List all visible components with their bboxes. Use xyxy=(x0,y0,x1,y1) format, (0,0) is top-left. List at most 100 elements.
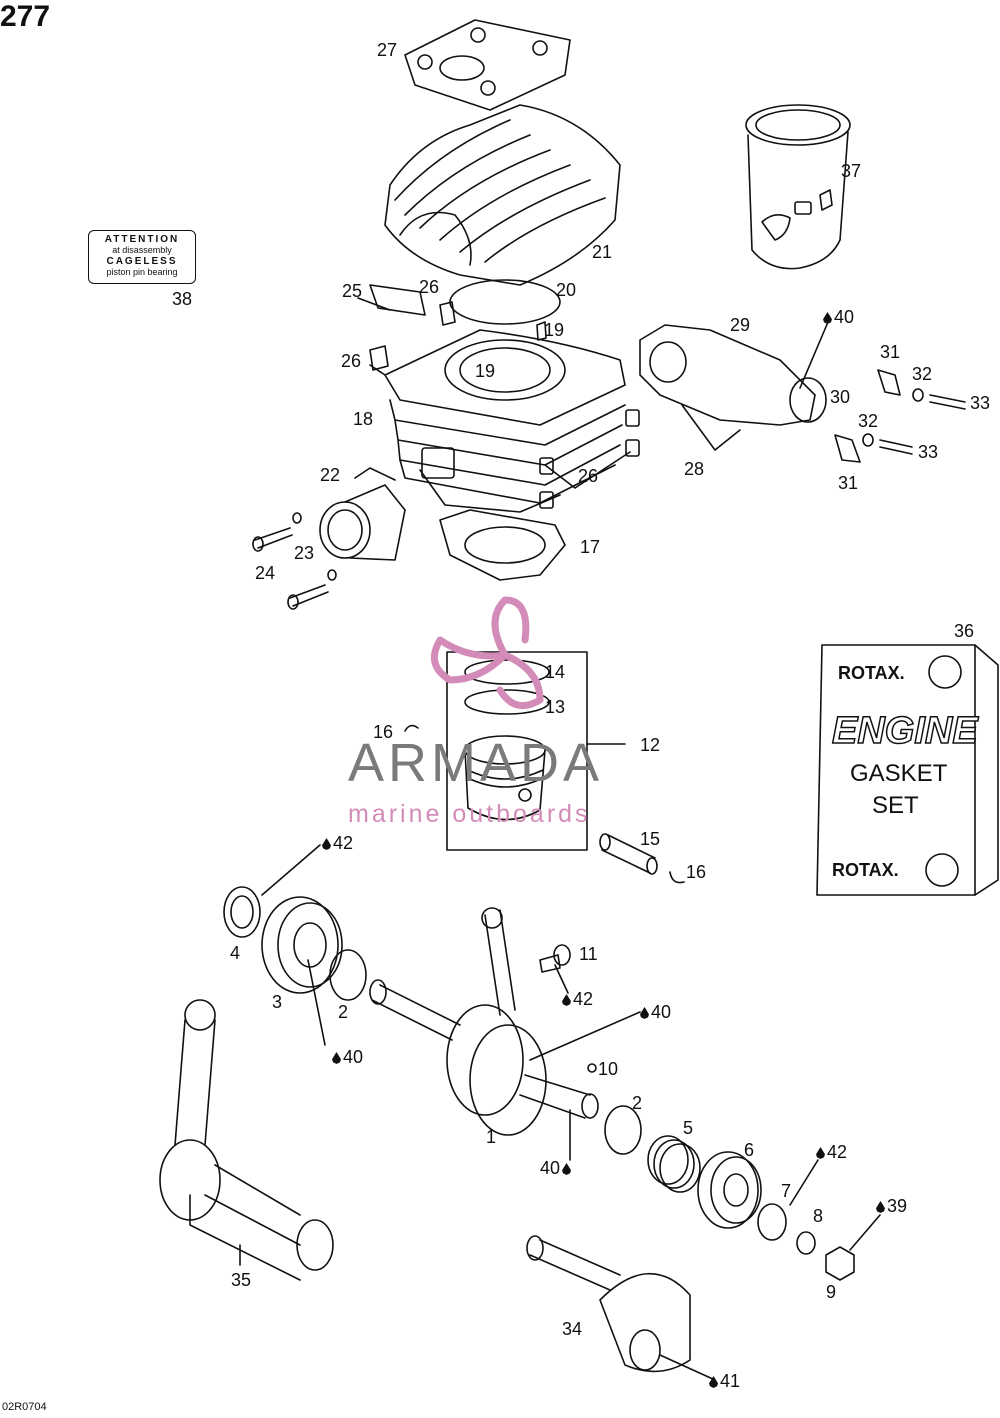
callout-number: 40 xyxy=(540,1158,561,1178)
part-callout-39: 39 xyxy=(876,1197,907,1215)
part-callout-40: 40 xyxy=(640,1003,671,1021)
callout-number: 39 xyxy=(887,1196,908,1216)
part-callout-14: 14 xyxy=(545,663,565,681)
part-callout-16: 16 xyxy=(373,723,393,741)
part-callout-37: 37 xyxy=(841,162,861,180)
part-callout-2: 2 xyxy=(338,1003,348,1021)
lubricant-drop-icon xyxy=(562,1163,572,1175)
part-callout-40: 40 xyxy=(823,308,854,326)
lubricant-drop-icon xyxy=(823,312,832,324)
stud-part xyxy=(539,457,554,475)
callout-number: 28 xyxy=(684,459,705,479)
callout-number: 37 xyxy=(841,161,862,181)
connecting-rod-part xyxy=(159,999,334,1281)
lubricant-drop-icon xyxy=(709,1376,718,1388)
rotax-emblem xyxy=(925,853,959,887)
o-ring-part xyxy=(449,279,561,325)
part-callout-15: 15 xyxy=(640,830,660,848)
part-callout-33: 33 xyxy=(918,443,938,461)
washer-part xyxy=(912,388,924,402)
piston-part xyxy=(464,735,546,821)
callout-number: 42 xyxy=(827,1142,848,1162)
screw-head xyxy=(287,594,299,610)
part-callout-5: 5 xyxy=(683,1119,693,1137)
screw-head xyxy=(252,536,264,552)
stud-part xyxy=(369,345,389,371)
callout-number: 32 xyxy=(858,411,879,431)
callout-number: 9 xyxy=(826,1282,837,1302)
screw-part xyxy=(879,439,913,455)
piston-pin-part xyxy=(599,833,658,875)
part-callout-34: 34 xyxy=(562,1320,582,1338)
key-part xyxy=(587,1063,597,1073)
callout-number: 26 xyxy=(419,277,440,297)
ball-bearing-part xyxy=(261,896,343,994)
part-callout-21: 21 xyxy=(592,243,612,261)
callout-number: 16 xyxy=(373,722,394,742)
kit-brand-bottom: ROTAX. xyxy=(832,860,899,880)
cylinder-head-part xyxy=(384,104,621,286)
callout-number: 40 xyxy=(343,1047,364,1067)
washer-part xyxy=(292,512,302,524)
part-callout-40: 40 xyxy=(540,1159,573,1177)
crank-web-part xyxy=(526,1235,691,1373)
callout-number: 27 xyxy=(377,40,398,60)
ball-bearing-part xyxy=(697,1151,762,1229)
seal-bore xyxy=(230,895,254,929)
callout-number: 29 xyxy=(730,315,751,335)
drawing-code: 02R0704 xyxy=(2,1401,47,1413)
stud-part xyxy=(539,491,554,509)
callout-number: 19 xyxy=(475,361,496,381)
callout-number: 2 xyxy=(338,1002,349,1022)
retaining-ring-part xyxy=(329,949,367,1001)
callout-number: 2 xyxy=(632,1093,643,1113)
part-callout-20: 20 xyxy=(556,281,576,299)
part-callout-11: 11 xyxy=(579,945,598,963)
part-callout-26: 26 xyxy=(419,278,439,296)
bracket-part xyxy=(834,434,861,463)
callout-number: 25 xyxy=(342,281,363,301)
callout-number: 31 xyxy=(838,473,859,493)
part-callout-42: 42 xyxy=(816,1143,847,1161)
washer-part xyxy=(327,569,337,581)
gasket-opening xyxy=(464,526,546,564)
part-callout-25: 25 xyxy=(342,282,362,300)
callout-number: 40 xyxy=(834,307,855,327)
oil-seal-part xyxy=(223,886,261,938)
part-callout-42: 42 xyxy=(322,834,353,852)
watermark-tagline: marine outboards xyxy=(348,800,591,828)
part-callout-42: 42 xyxy=(562,990,593,1008)
callout-number: 19 xyxy=(544,320,565,340)
part-callout-23: 23 xyxy=(294,544,314,562)
stud-part xyxy=(439,301,456,326)
callout-number: 34 xyxy=(562,1319,583,1339)
callout-number: 40 xyxy=(651,1002,672,1022)
lubricant-drop-icon xyxy=(322,838,331,850)
callout-number: 26 xyxy=(578,466,599,486)
part-callout-8: 8 xyxy=(813,1207,823,1225)
callout-number: 7 xyxy=(781,1181,792,1201)
part-callout-3: 3 xyxy=(272,993,282,1011)
callout-number: 18 xyxy=(353,409,374,429)
stud-part xyxy=(625,439,640,457)
callout-number: 22 xyxy=(320,465,341,485)
piston-group-frame xyxy=(446,651,588,851)
callout-number: 24 xyxy=(255,563,276,583)
callout-number: 17 xyxy=(580,537,601,557)
bracket-part xyxy=(877,369,901,396)
oil-seal-part xyxy=(757,1203,787,1241)
part-callout-18: 18 xyxy=(353,410,373,428)
part-callout-31: 31 xyxy=(880,343,900,361)
cylinder-sleeve-part xyxy=(745,104,851,270)
callout-number: 23 xyxy=(294,543,315,563)
callout-number: 1 xyxy=(486,1127,497,1147)
sticker-line: piston pin bearing xyxy=(106,267,178,277)
lubricant-drop-icon xyxy=(876,1201,885,1213)
callout-number: 10 xyxy=(598,1059,619,1079)
part-callout-40: 40 xyxy=(332,1048,363,1066)
callout-number: 13 xyxy=(545,697,566,717)
part-callout-24: 24 xyxy=(255,564,275,582)
callout-number: 31 xyxy=(880,342,901,362)
part-callout-22: 22 xyxy=(320,466,340,484)
